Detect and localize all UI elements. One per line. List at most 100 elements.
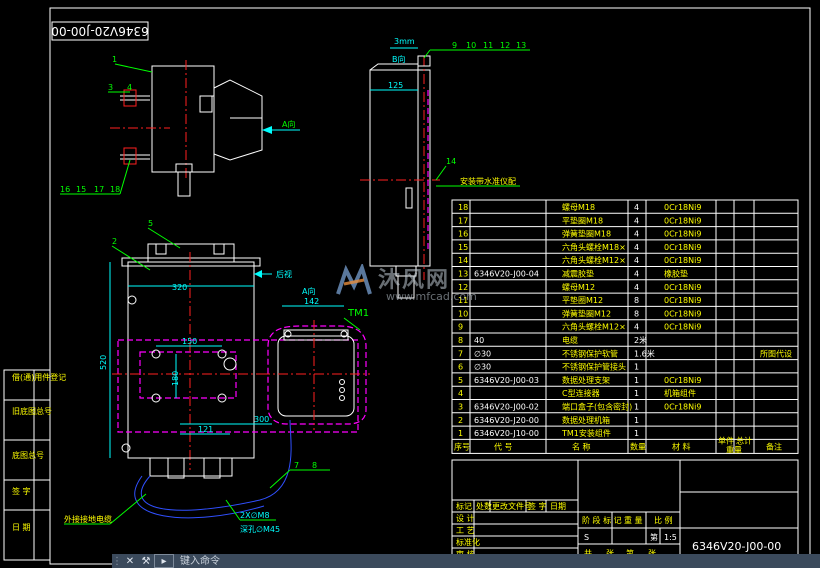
tm1-detail: 142 A向 TM1 <box>260 286 370 430</box>
side-view-top-balloons: 1 3 4 16 15 17 18 A向 <box>60 55 295 195</box>
command-input[interactable] <box>174 555 480 567</box>
bom-row-code: 40 <box>474 336 484 345</box>
svg-text:深孔∅M45: 深孔∅M45 <box>240 525 280 534</box>
svg-text:阶 段 标 记: 阶 段 标 记 <box>582 515 622 525</box>
left-strip <box>3 369 51 561</box>
svg-text:121: 121 <box>198 425 213 434</box>
bom-row-name: 平垫圈M18 <box>562 215 603 225</box>
mfcad-logo-icon <box>336 264 372 295</box>
bom-row-qty: 2米 <box>634 335 647 345</box>
bom-row-name: 不锈钢保护管接头 <box>562 362 626 372</box>
bom-row-code: ∅30 <box>474 363 491 372</box>
svg-text:16: 16 <box>60 185 70 194</box>
bom-row-no: 9 <box>458 323 463 332</box>
command-prompt-icon[interactable]: ▸ <box>154 554 174 568</box>
svg-text:A向: A向 <box>282 119 295 129</box>
wrench-icon[interactable]: ⚒ <box>141 555 151 567</box>
bom-row-qty: 4 <box>634 203 639 212</box>
svg-text:17: 17 <box>94 185 104 194</box>
bom-row-material: 0Cr18Ni9 <box>664 243 701 252</box>
svg-text:11: 11 <box>483 41 493 50</box>
bom-row-material: 0Cr18Ni9 <box>664 256 701 265</box>
svg-text:标记: 标记 <box>456 501 472 511</box>
bom-row-name: 电缆 <box>562 335 578 345</box>
bom-row-name: 弹簧垫圈M12 <box>562 308 611 318</box>
bom-row-qty: 4 <box>634 283 639 292</box>
bom-row-qty: 1 <box>634 376 639 385</box>
bom-row-no: 12 <box>458 283 468 292</box>
svg-text:142: 142 <box>304 297 319 306</box>
bom-row-material: 0Cr18Ni9 <box>664 323 701 332</box>
bom-row-name: 平垫圈M12 <box>562 295 603 305</box>
svg-text:设 计: 设 计 <box>456 513 475 523</box>
bom-remark-note: 所图代设 <box>760 348 792 358</box>
svg-text:520: 520 <box>99 355 108 370</box>
front-view-balloons: 2 5 7 8 外接接地电缆 2X∅M8 深孔∅M45 <box>64 219 330 534</box>
svg-text:日期: 日期 <box>550 502 566 511</box>
bom-row-material: 0Cr18Ni9 <box>664 203 701 212</box>
side-view-top <box>110 60 300 197</box>
grip-icon[interactable]: ⋮ <box>112 555 122 567</box>
svg-text:12: 12 <box>500 41 510 50</box>
bom-row-no: 6 <box>458 363 463 372</box>
svg-text:底图总号: 底图总号 <box>12 450 44 460</box>
svg-text:2X∅M8: 2X∅M8 <box>240 511 270 520</box>
right-elevation: 125 3mm B向 <box>360 37 440 299</box>
bom-row-no: 16 <box>458 230 468 239</box>
svg-text:签 字: 签 字 <box>12 486 31 496</box>
svg-text:8: 8 <box>312 461 317 470</box>
bom-row-no: 10 <box>458 309 468 318</box>
bom-row-qty: 8 <box>634 309 639 318</box>
bom-row-code: 6346V20-J00-02 <box>474 403 539 412</box>
svg-text:180: 180 <box>171 371 180 386</box>
svg-text:6346V20-J00-00: 6346V20-J00-00 <box>51 24 148 38</box>
bom-row-material: 0Cr18Ni9 <box>664 376 701 385</box>
svg-text:1: 1 <box>112 55 117 64</box>
bom-header-no: 序号 <box>454 441 470 451</box>
bom-header-name: 名 称 <box>572 441 591 451</box>
bom-row-qty: 1 <box>634 416 639 425</box>
svg-text:A向: A向 <box>302 286 315 296</box>
svg-text:300: 300 <box>254 415 269 424</box>
bom-row-name: 六角头螺栓M18× <box>562 242 626 252</box>
bom-row-code: ∅30 <box>474 349 491 358</box>
bom-row-name: 数据处理机箱 <box>562 415 610 425</box>
svg-text:7: 7 <box>294 461 299 470</box>
bom-row-name: 螺母M12 <box>562 282 595 292</box>
bom-header-qty: 数量 <box>630 441 646 451</box>
svg-text:1:5: 1:5 <box>664 533 677 542</box>
bom-row-code: 6346V20-J00-03 <box>474 376 539 385</box>
svg-text:更改文件号: 更改文件号 <box>492 501 532 511</box>
close-icon[interactable]: ✕ <box>125 555 135 567</box>
title-block: 标记 处数 更改文件号 签 字 日期 设 计 工 艺 标准化 审 核 阶 段 标… <box>451 459 799 561</box>
svg-text:B向: B向 <box>392 54 406 64</box>
svg-text:9: 9 <box>452 41 457 50</box>
bom-row-material: 橡胶垫 <box>664 269 688 279</box>
svg-text:14: 14 <box>446 157 456 166</box>
svg-text:外接接地电缆: 外接接地电缆 <box>64 514 112 524</box>
bom-row-qty: 1 <box>634 429 639 438</box>
bom-row-qty: 4 <box>634 216 639 225</box>
bom-row-name: 数据处理支架 <box>562 375 610 385</box>
bom-row-material: 0Cr18Ni9 <box>664 296 701 305</box>
left-strip-labels: 借(通)用件登记 旧底图总号 底图总号 签 字 日 期 <box>12 372 66 532</box>
bom-row-no: 4 <box>458 389 463 398</box>
svg-text:4: 4 <box>127 83 132 92</box>
bom-row-name: C型连接器 <box>562 388 600 398</box>
bom-header-material: 材 料 <box>672 441 691 451</box>
bom-row-no: 1 <box>458 429 463 438</box>
bom-row-qty: 1 <box>634 363 639 372</box>
bom-row-no: 15 <box>458 243 468 252</box>
watermark: 沐风网 www.mfcad.com <box>330 262 500 306</box>
bom-row-material: 0Cr18Ni9 <box>664 403 701 412</box>
svg-text:5: 5 <box>148 219 153 228</box>
bom-header-unit-weight: 单件 <box>718 435 734 445</box>
svg-text:6346V20-J00-00: 6346V20-J00-00 <box>692 540 781 553</box>
bom-row-no: 3 <box>458 403 463 412</box>
svg-text:第: 第 <box>626 548 634 558</box>
svg-text:第: 第 <box>650 532 658 542</box>
svg-text:10: 10 <box>466 41 476 50</box>
bom-row-name: TM1安装组件 <box>561 428 611 438</box>
svg-text:S: S <box>584 533 589 542</box>
